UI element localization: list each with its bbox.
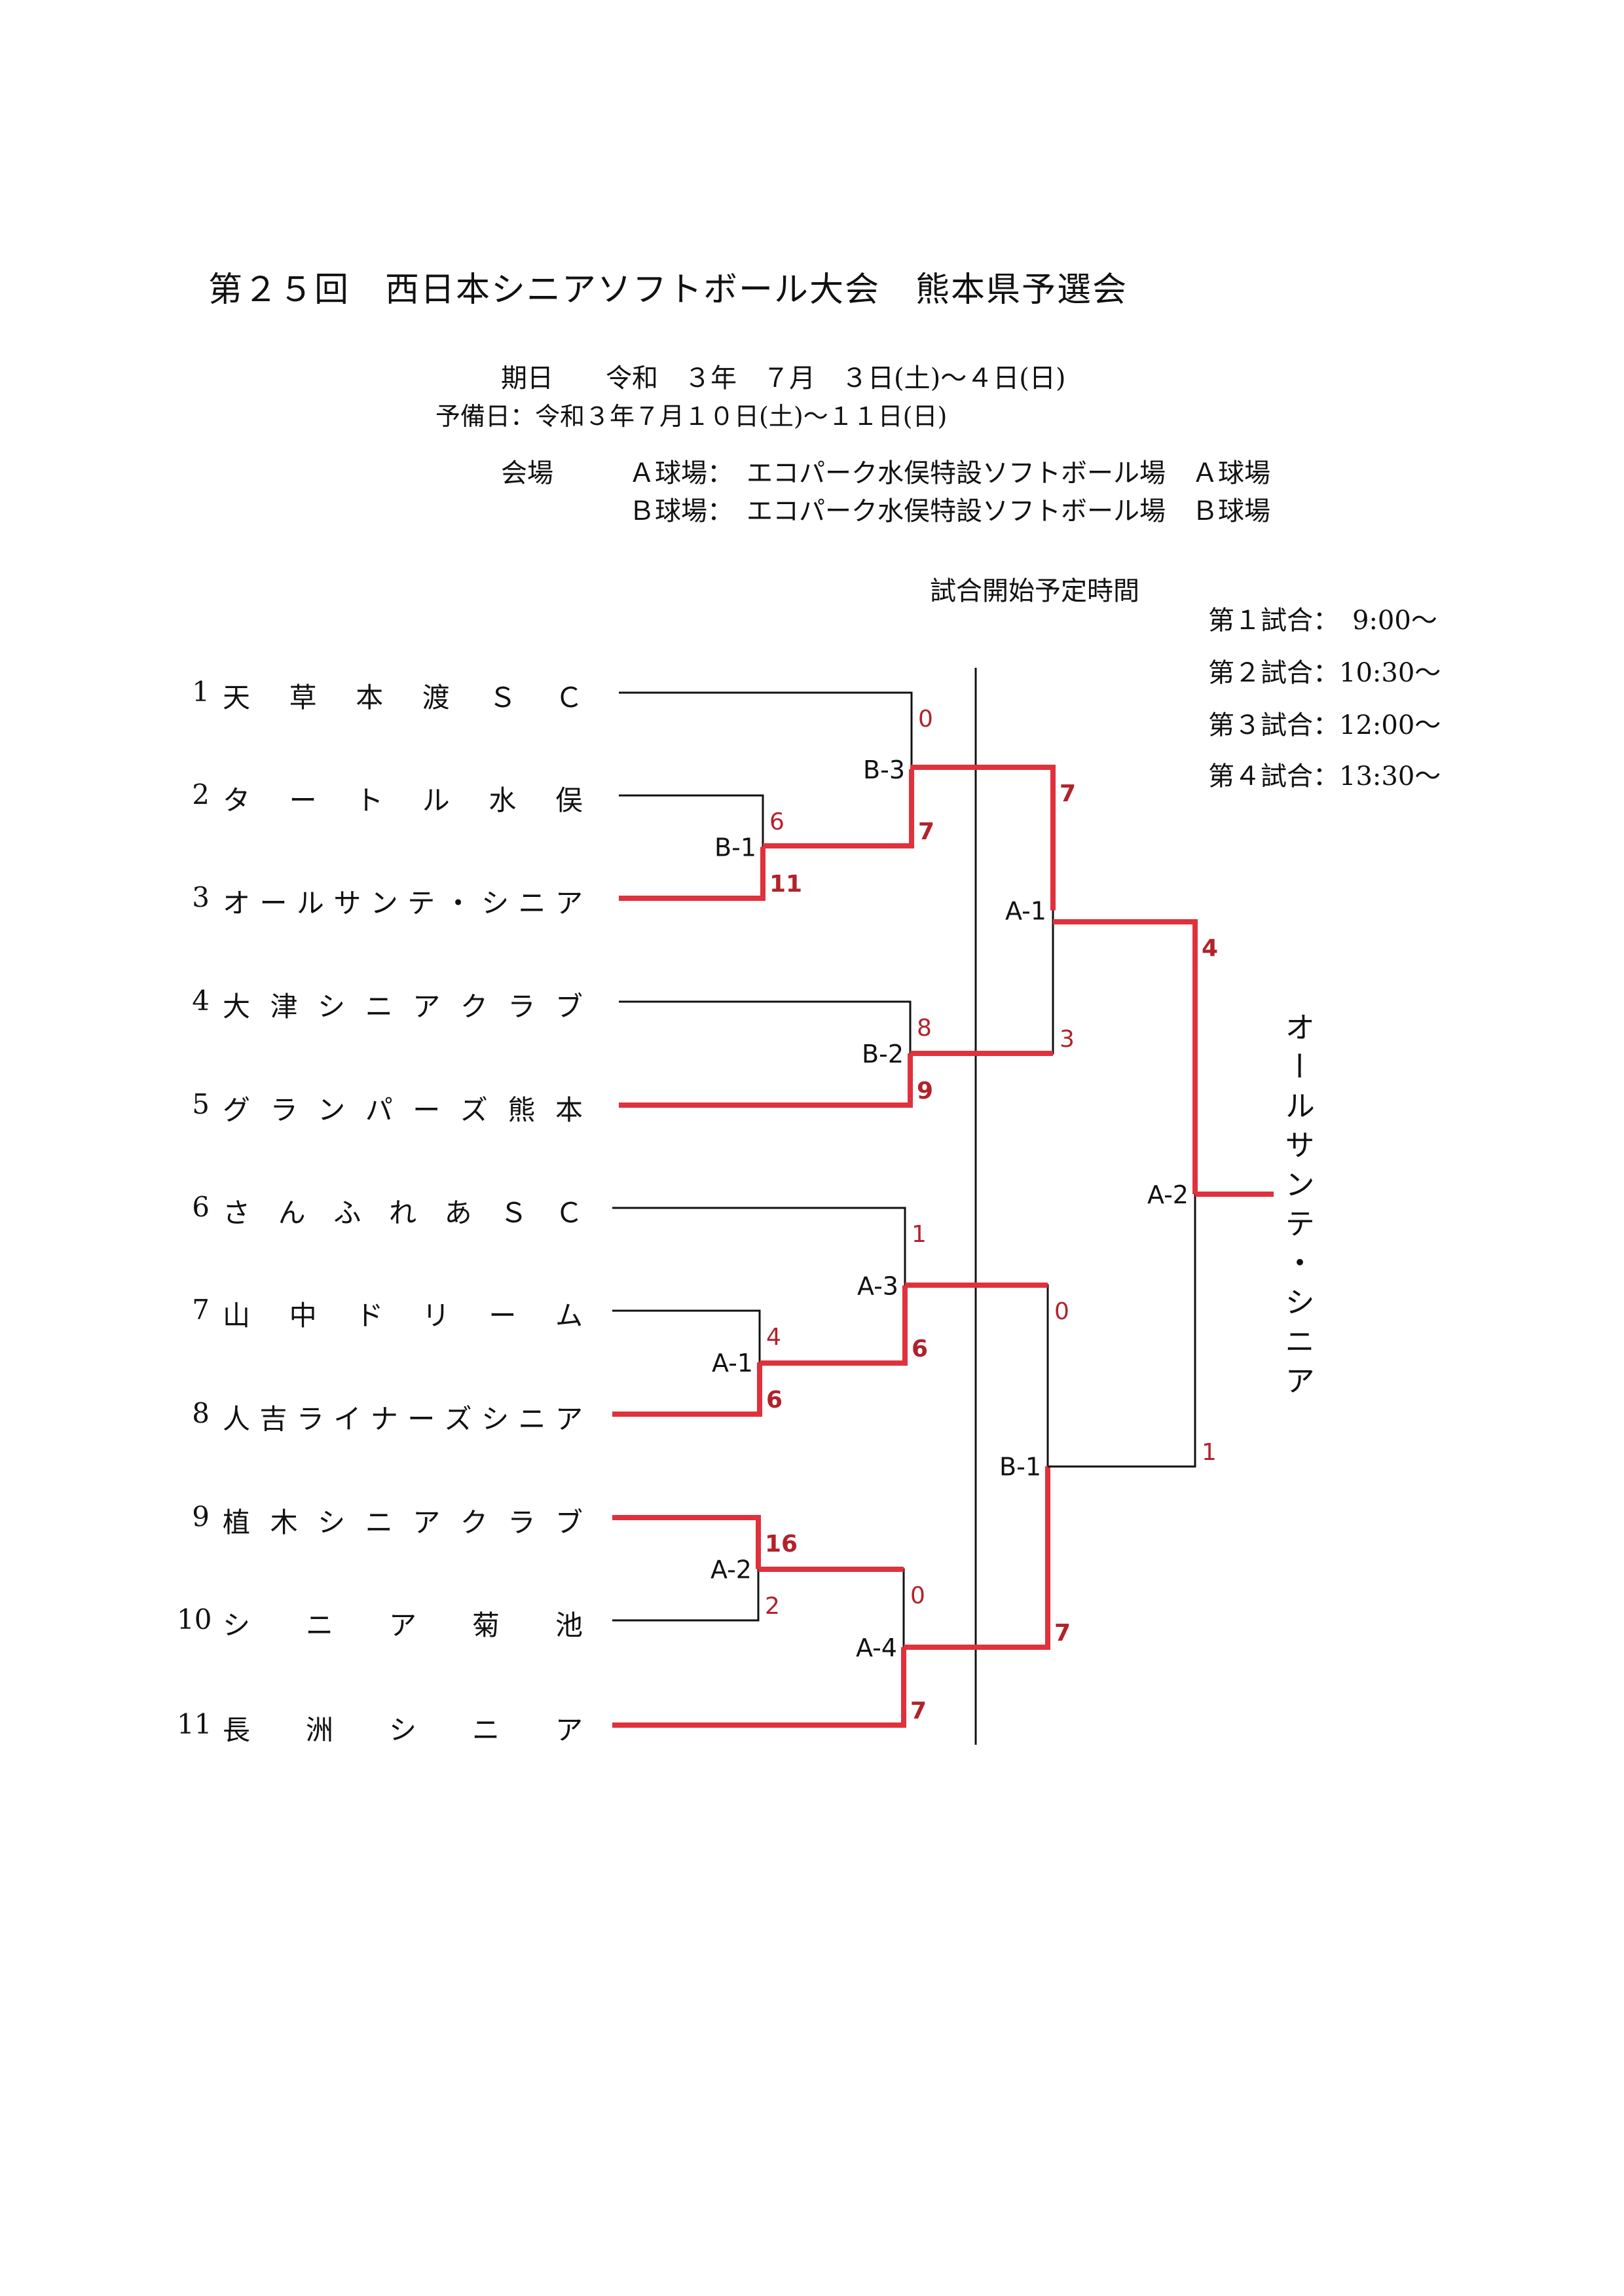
team-name: 長洲シニア [223,1714,583,1746]
team-number: 4 [192,985,210,1017]
team-row: 7 山中ドリーム [177,1294,583,1334]
score-top: 0 [1054,1298,1069,1325]
score-bottom: 2 [765,1593,780,1620]
team-name: 山中ドリーム [223,1300,583,1332]
match-label: A-2 [1147,1180,1189,1209]
team-row: 9 植木シニアクラブ [177,1501,583,1540]
team-number: 10 [177,1603,212,1635]
score-top: 16 [765,1531,798,1558]
score-top: 7 [1060,780,1076,807]
venue-a-field: Ａ球場： エコパーク水俣特設ソフトボール場 Ａ球場 [629,458,1270,488]
score-bottom: 6 [912,1336,928,1362]
team-number: 8 [192,1397,210,1429]
match-label: B-2 [862,1040,904,1068]
score-bottom: 7 [918,818,934,845]
team-name: 植木シニアクラブ [223,1506,583,1539]
team-name: オールサンテ・シニア [223,887,583,919]
team-row: 3 オールサンテ・シニア [177,881,583,921]
bracket-line-bottom [612,1647,906,1728]
team-row: 10 シニア菊池 [177,1603,583,1643]
team-number: 1 [192,676,210,708]
schedule-item-1: 第１試合： 9:00～ [1208,606,1437,636]
team-name: シニア菊池 [223,1609,583,1641]
score-top: 6 [769,809,784,835]
match-label: A-1 [712,1349,753,1377]
schedule-header: 試合開始予定時間 [930,576,1139,606]
score-top: 1 [912,1221,927,1248]
score-top: 4 [766,1324,781,1351]
team-number: 6 [192,1191,210,1223]
bracket-line-bottom [619,1053,913,1108]
score-bottom: 7 [1054,1620,1071,1647]
team-number: 11 [177,1708,212,1740]
score-top: 8 [917,1015,932,1042]
bracket-line-top [619,794,764,847]
score-top: 4 [1202,935,1218,962]
venue-label: 会場 [501,458,553,488]
match-label: A-4 [856,1633,897,1662]
venue-b-field: Ｂ球場： エコパーク水俣特設ソフトボール場 Ｂ球場 [629,496,1270,526]
score-bottom: 7 [910,1698,927,1724]
team-number: 9 [192,1501,210,1533]
score-bottom: 3 [1060,1026,1075,1053]
bracket-line-bottom [612,1362,762,1417]
score-top: 0 [918,706,933,733]
champion-name: オールサンテ・シニア [1280,1011,1316,1404]
team-number: 2 [192,778,210,811]
team-name: タートル水俣 [223,784,583,816]
team-name: 人吉ライナーズシニア [223,1403,583,1435]
bracket-line-top [1053,919,1198,1194]
team-row: 11 長洲シニア [177,1708,583,1748]
match-label: A-3 [857,1272,898,1301]
team-row: 5 グランパーズ熊本 [177,1088,583,1128]
team-number: 7 [192,1294,210,1326]
team-name: グランパーズ熊本 [223,1094,583,1126]
match-label: B-1 [714,833,756,862]
score-top: 0 [910,1582,925,1609]
page-title: 第２５回 西日本シニアソフトボール大会 熊本県予選会 [208,270,1128,310]
bracket-line-bottom [619,847,766,901]
bracket-line-top [612,1515,761,1569]
schedule-item-3: 第３試合：12:00～ [1208,710,1441,740]
bracket-line-top [612,1309,761,1362]
bracket-line-top [612,1207,906,1286]
match-label: A-1 [1005,897,1046,926]
score-bottom: 6 [766,1387,783,1413]
team-row: 4 大津シニアクラブ [177,985,583,1025]
score-bottom: 1 [1202,1439,1217,1466]
score-bottom: 11 [769,871,802,898]
team-number: 5 [192,1088,210,1120]
schedule-item-2: 第２試合：10:30～ [1208,658,1441,688]
team-name: 大津シニアクラブ [223,991,583,1023]
score-bottom: 9 [917,1078,933,1104]
team-row: 8 人吉ライナーズシニア [177,1397,583,1437]
bracket-line-bottom [612,1569,760,1622]
match-label: B-1 [999,1453,1041,1482]
reserve-dates: 予備日：令和３年７月１０日(土)～１１日(日) [435,402,948,431]
schedule-item-4: 第４試合：13:30～ [1208,761,1441,792]
match-label: A-2 [710,1556,752,1584]
bracket-line-bottom [1048,1194,1196,1468]
event-dates: 期日 令和 ３年 ７月 ３日(土)～４日(日) [501,363,1066,393]
match-label: B-3 [863,756,905,784]
bracket-line-top [619,1000,912,1053]
team-row: 2 タートル水俣 [177,778,583,818]
team-number: 3 [192,881,210,913]
bracket-line-top [619,691,913,769]
